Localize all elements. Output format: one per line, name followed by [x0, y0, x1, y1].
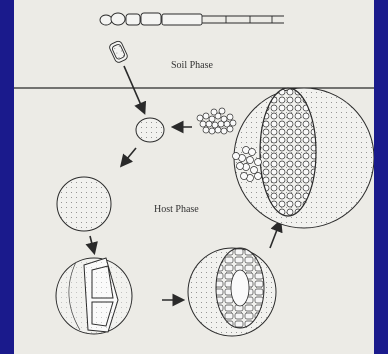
arrow-soil-to-host [124, 66, 144, 112]
released-spores [197, 108, 236, 134]
spherule-cleaving [56, 258, 132, 334]
host-phase-label: Host Phase [154, 204, 199, 215]
lifecycle-diagram [14, 0, 374, 354]
hyphal-chain [100, 13, 284, 25]
diagram-card: Soil Phase Host Phase [14, 0, 374, 354]
spherule-segmented [188, 248, 276, 336]
arrow-sphere-to-cleaving [90, 236, 94, 252]
spherule-mature [233, 88, 375, 228]
soil-phase-label: Soil Phase [171, 60, 213, 71]
soil-cell [108, 40, 128, 64]
arrow-segmented-to-mature [270, 222, 280, 248]
arrow-cell-to-sphere [122, 148, 136, 165]
